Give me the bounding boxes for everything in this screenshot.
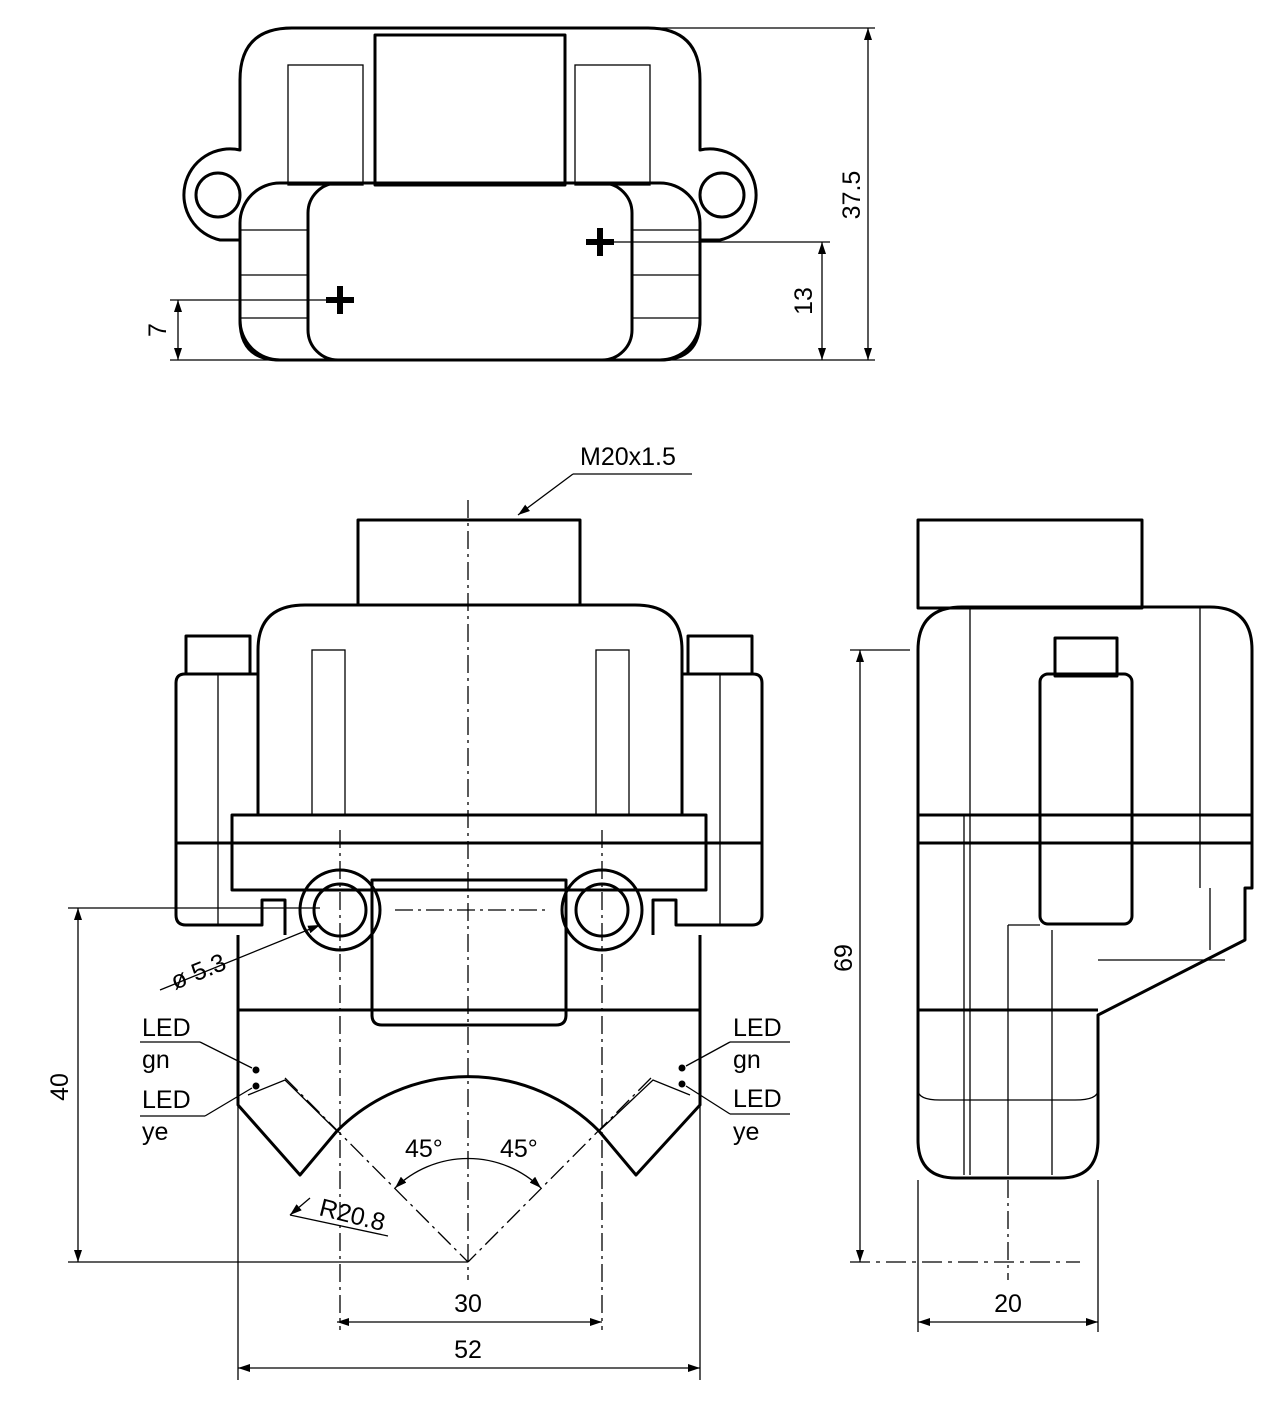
led-gn-left-icon xyxy=(252,1066,260,1074)
led-right-gn-label: LED xyxy=(733,1014,782,1042)
side-ear xyxy=(1053,636,1119,678)
led-right-ye-color: ye xyxy=(733,1118,759,1146)
led-gn-right-icon xyxy=(678,1064,686,1072)
led-left-gn-label: LED xyxy=(142,1014,191,1042)
sensing-point-cross-icon xyxy=(326,228,614,314)
dim-label-20: 20 xyxy=(994,1290,1022,1318)
side-cable-gland xyxy=(916,518,1144,610)
led-right-ye-label: LED xyxy=(733,1085,782,1113)
left-ear xyxy=(184,634,252,676)
led-left-ye-color: ye xyxy=(142,1118,168,1146)
hole-diameter-label: ø 5.3 xyxy=(167,948,230,995)
cable-gland-m20 xyxy=(356,518,582,607)
side-body-outline xyxy=(916,605,1254,1180)
led-left-ye-label: LED xyxy=(142,1086,191,1114)
side-view: 69 20 xyxy=(830,518,1254,1332)
dim-label-69: 69 xyxy=(830,944,858,972)
top-view-right-rib xyxy=(574,64,651,186)
front-view: M20x1.5 40 ø 5.3 30 52 45° 45° R20.8 LED… xyxy=(46,443,790,1380)
top-view-front-panel xyxy=(306,181,634,362)
angle-label-right: 45° xyxy=(500,1135,538,1163)
led-ye-left-icon xyxy=(252,1082,260,1090)
top-left-mounting-lug-hole xyxy=(194,171,242,219)
dim-label-30: 30 xyxy=(454,1290,482,1318)
sensor-head xyxy=(236,1010,702,1177)
dim-label-7: 7 xyxy=(144,323,172,337)
dim-label-13: 13 xyxy=(790,287,818,315)
front-mounting-plate xyxy=(230,813,708,892)
side-bracket xyxy=(1038,672,1134,926)
top-view-left-rib xyxy=(287,64,364,186)
front-center-window xyxy=(370,878,568,1027)
led-left-gn-color: gn xyxy=(142,1046,170,1074)
thread-label: M20x1.5 xyxy=(580,443,676,471)
dim-label-52: 52 xyxy=(454,1336,482,1364)
dim-label-40: 40 xyxy=(46,1073,74,1101)
radius-label: R20.8 xyxy=(317,1194,389,1237)
top-right-mounting-lug-hole xyxy=(698,171,746,219)
angle-label-left: 45° xyxy=(405,1135,443,1163)
front-body-upper xyxy=(256,603,684,815)
angle-arc xyxy=(394,1157,542,1189)
top-view: 37.5 13 7 xyxy=(144,26,875,362)
led-right-gn-color: gn xyxy=(733,1046,761,1074)
led-ye-right-icon xyxy=(678,1080,686,1088)
top-view-body-outline xyxy=(182,26,758,362)
right-ear xyxy=(686,634,754,676)
dim-label-37-5: 37.5 xyxy=(838,171,866,220)
top-view-connector xyxy=(373,33,567,187)
